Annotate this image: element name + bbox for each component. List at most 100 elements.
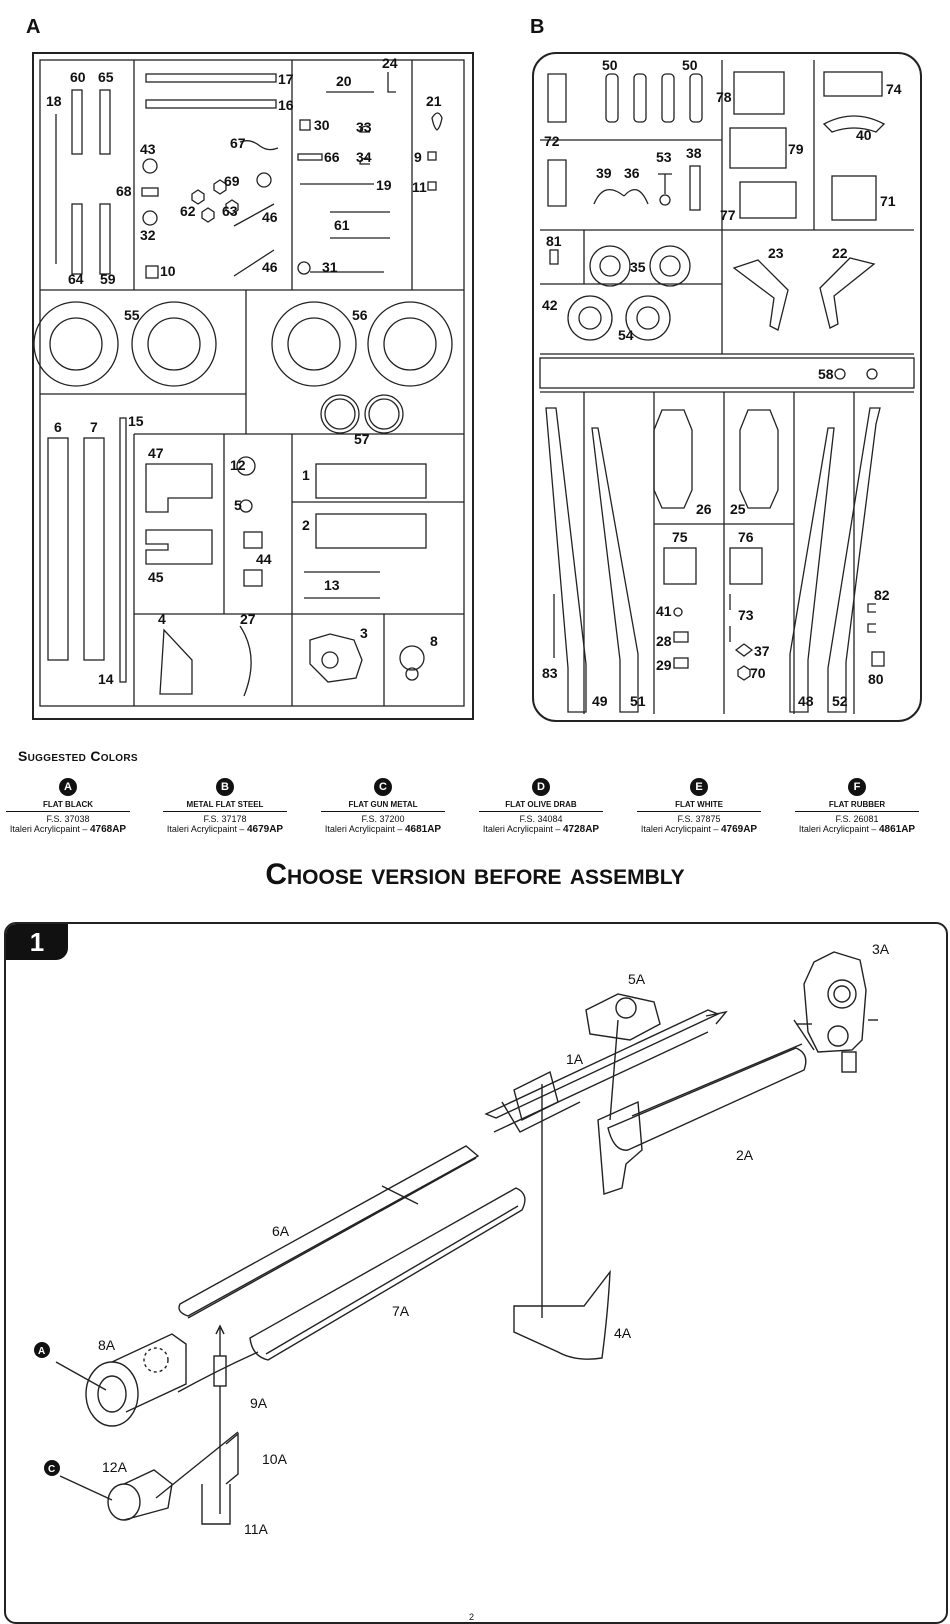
color-fs-code: F.S. 26081 <box>835 814 879 824</box>
color-badge: C <box>374 778 392 796</box>
part-number: 81 <box>546 233 562 249</box>
sprue-a-frame: 60 65 18 43 68 32 64 59 10 17 16 67 69 6… <box>32 52 474 720</box>
part-number: 48 <box>798 693 814 709</box>
color-paint-code: Italeri Acrylicpaint – 4769AP <box>637 824 761 835</box>
part-number: 2 <box>302 517 310 533</box>
color-paint-code: Italeri Acrylicpaint – 4768AP <box>6 824 130 835</box>
part-callout: 2A <box>736 1147 754 1163</box>
part-callout: 9A <box>250 1395 268 1411</box>
color-fs-code: F.S. 37875 <box>677 814 721 824</box>
part-number: 18 <box>46 93 62 109</box>
part-number: 75 <box>672 529 688 545</box>
part-number: 51 <box>630 693 646 709</box>
suggested-colors-title: Suggested Colors <box>18 748 138 764</box>
part-number: 32 <box>140 227 156 243</box>
part-number: 71 <box>880 193 896 209</box>
part-number: 3 <box>360 625 368 641</box>
color-swatch: F Flat Rubber F.S. 26081 Italeri Acrylic… <box>795 778 919 835</box>
part-number: 12 <box>230 457 246 473</box>
part-number: 43 <box>140 141 156 157</box>
part-number: 8 <box>430 633 438 649</box>
color-swatch: E Flat White F.S. 37875 Italeri Acrylicp… <box>637 778 761 835</box>
part-number: 62 <box>180 203 196 219</box>
part-number: 46 <box>262 259 278 275</box>
part-number: 74 <box>886 81 902 97</box>
part-number: 24 <box>382 55 398 71</box>
part-number: 54 <box>618 327 634 343</box>
part-number: 77 <box>720 207 736 223</box>
part-number: 35 <box>630 259 646 275</box>
part-number: 68 <box>116 183 132 199</box>
step-1-exploded-view: A C 3A 5A 1A 2A 6A 7A 4A 8A 9A 10A 11A 1… <box>34 941 890 1537</box>
part-number: 50 <box>682 57 698 73</box>
choose-version-heading: Choose version before assembly <box>265 858 685 891</box>
part-number: 45 <box>148 569 164 585</box>
color-paint-code: Italeri Acrylicpaint – 4681AP <box>321 824 445 835</box>
color-fs-code: F.S. 37038 <box>46 814 90 824</box>
part-number: 37 <box>754 643 770 659</box>
color-markers: A C <box>34 1342 60 1476</box>
part-number: 78 <box>716 89 732 105</box>
part-number: 60 <box>70 69 86 85</box>
part-number: 11 <box>412 179 427 195</box>
part-number: 17 <box>278 71 294 87</box>
part-number: 72 <box>544 133 560 149</box>
color-swatch: B Metal Flat Steel F.S. 37178 Italeri Ac… <box>163 778 287 835</box>
part-number: 79 <box>788 141 804 157</box>
part-number: 61 <box>334 217 350 233</box>
part-number: 6 <box>54 419 62 435</box>
color-swatch: D Flat Olive Drab F.S. 34084 Italeri Acr… <box>479 778 603 835</box>
paint-brand: Italeri Acrylicpaint – <box>324 824 403 834</box>
color-badge: F <box>848 778 866 796</box>
part-number: 63 <box>222 203 238 219</box>
part-number: 67 <box>230 135 246 151</box>
part-number: 26 <box>696 501 712 517</box>
part-callout: 12A <box>102 1459 128 1475</box>
color-fs-code: F.S. 37200 <box>361 814 405 824</box>
part-number: 1 <box>302 467 310 483</box>
sprue-a-drawing: 60 65 18 43 68 32 64 59 10 17 16 67 69 6… <box>34 55 465 707</box>
part-number: 38 <box>686 145 702 161</box>
part-number: 16 <box>278 97 294 113</box>
part-callout: 1A <box>566 1051 584 1067</box>
sprue-b-drawing: 50 50 72 78 79 77 74 40 71 39 36 53 38 8… <box>539 57 915 714</box>
part-number: 10 <box>160 263 176 279</box>
part-number: 39 <box>596 165 612 181</box>
color-fs-code: F.S. 34084 <box>519 814 563 824</box>
color-swatch: C Flat Gun Metal F.S. 37200 Italeri Acry… <box>321 778 445 835</box>
part-number: 34 <box>356 149 372 165</box>
paint-brand: Italeri Acrylicpaint – <box>482 824 561 834</box>
part-number: 52 <box>832 693 848 709</box>
part-callout: 8A <box>98 1337 116 1353</box>
color-name: Flat Black <box>6 800 130 812</box>
paint-code: 4728AP <box>562 824 600 835</box>
part-number: 53 <box>656 149 672 165</box>
step-number: 1 <box>6 924 68 960</box>
sprue-b-part-numbers: 50 50 72 78 79 77 74 40 71 39 36 53 38 8… <box>542 57 902 709</box>
color-name: Metal Flat Steel <box>163 800 287 812</box>
part-number: 65 <box>98 69 114 85</box>
part-number: 82 <box>874 587 890 603</box>
color-badge: B <box>216 778 234 796</box>
color-fs-code: F.S. 37178 <box>203 814 247 824</box>
part-number: 7 <box>90 419 98 435</box>
part-number: 22 <box>832 245 848 261</box>
part-number: 5 <box>234 497 242 513</box>
paint-code: 4768AP <box>89 824 127 835</box>
color-name: Flat White <box>637 800 761 812</box>
step-1-panel: 1 <box>4 922 948 1624</box>
part-number: 44 <box>256 551 272 567</box>
part-number: 23 <box>768 245 784 261</box>
color-badge: A <box>59 778 77 796</box>
part-number: 4 <box>158 611 166 627</box>
color-paint-code: Italeri Acrylicpaint – 4861AP <box>795 824 919 835</box>
part-number: 13 <box>324 577 340 593</box>
part-number: 20 <box>336 73 352 89</box>
part-number: 14 <box>98 671 114 687</box>
part-number: 57 <box>354 431 370 447</box>
sprue-b-frame: 50 50 72 78 79 77 74 40 71 39 36 53 38 8… <box>532 52 922 722</box>
sprue-b-letter: B <box>530 16 545 38</box>
part-number: 31 <box>322 259 338 275</box>
part-number: 59 <box>100 271 116 287</box>
part-number: 76 <box>738 529 754 545</box>
